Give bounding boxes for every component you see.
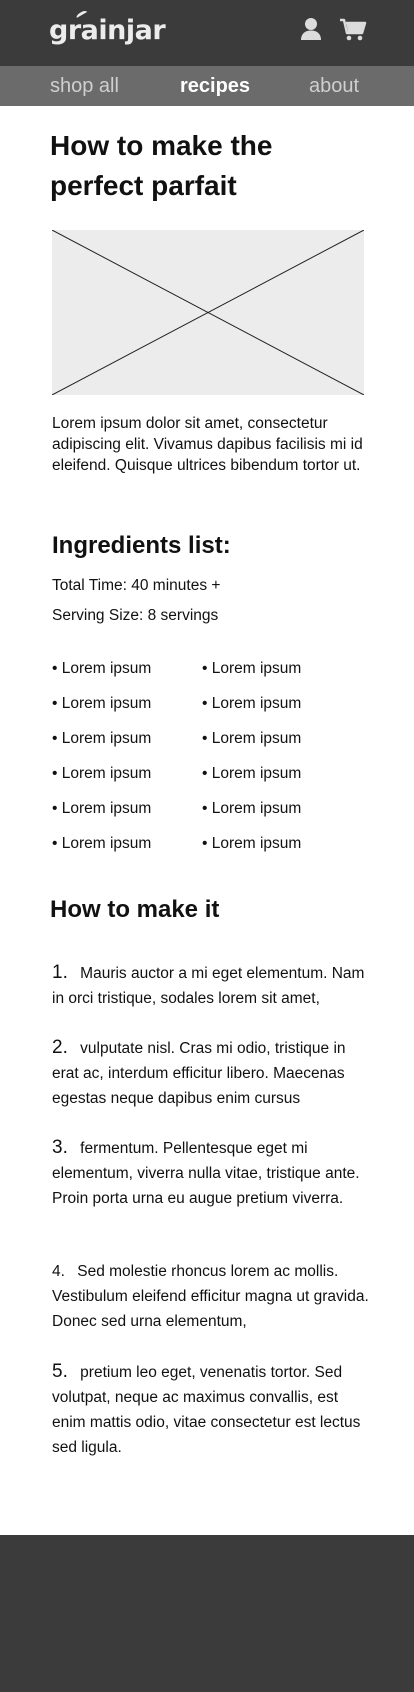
page-footer xyxy=(0,1535,414,1692)
serving-size: Serving Size: 8 servings xyxy=(52,607,219,624)
ingredient-item: • Lorem ipsum xyxy=(52,800,152,817)
step-item: 5. pretium leo eget, venenatis tortor. S… xyxy=(52,1359,370,1460)
logo[interactable]: grainjar xyxy=(49,15,166,46)
ingredient-item: • Lorem ipsum xyxy=(202,660,302,677)
ingredient-item: • Lorem ipsum xyxy=(52,835,152,852)
step-text: Mauris auctor a mi eget elementum. Nam i… xyxy=(52,965,365,1007)
step-text: pretium leo eget, venenatis tortor. Sed … xyxy=(52,1364,361,1456)
how-to-heading: How to make it xyxy=(50,896,220,923)
step-number: 5. xyxy=(52,1361,68,1382)
step-text: fermentum. Pellentesque eget mi elementu… xyxy=(52,1140,360,1207)
ingredient-item: • Lorem ipsum xyxy=(202,800,302,817)
image-placeholder xyxy=(52,230,364,395)
step-text: vulputate nisl. Cras mi odio, tristique … xyxy=(52,1040,346,1107)
step-number: 3. xyxy=(52,1137,68,1158)
top-header: grainjar xyxy=(0,0,414,66)
step-text: Sed molestie rhoncus lorem ac mollis. Ve… xyxy=(52,1263,369,1330)
step-number: 1. xyxy=(52,962,68,983)
step-number: 2. xyxy=(52,1037,68,1058)
ingredient-item: • Lorem ipsum xyxy=(52,660,152,677)
ingredients-heading: Ingredients list: xyxy=(52,532,231,559)
nav-item-about[interactable]: about xyxy=(309,75,360,97)
user-icon[interactable] xyxy=(296,14,326,44)
intro-paragraph: Lorem ipsum dolor sit amet, consectetur … xyxy=(52,415,363,474)
step-item: 4. Sed molestie rhoncus lorem ac mollis.… xyxy=(52,1259,370,1334)
ingredient-item: • Lorem ipsum xyxy=(202,695,302,712)
ingredient-item: • Lorem ipsum xyxy=(202,835,302,852)
total-time: Total Time: 40 minutes + xyxy=(52,577,221,594)
ingredient-item: • Lorem ipsum xyxy=(52,695,152,712)
step-item: 2. vulputate nisl. Cras mi odio, tristiq… xyxy=(52,1035,370,1111)
nav-item-recipes[interactable]: recipes xyxy=(180,75,251,97)
step-item: 1. Mauris auctor a mi eget elementum. Na… xyxy=(52,960,370,1011)
ingredient-item: • Lorem ipsum xyxy=(202,730,302,747)
page-title: How to make the perfect parfait xyxy=(50,130,273,201)
shopping-cart-icon[interactable] xyxy=(338,14,368,44)
ingredients-list: • Lorem ipsum • Lorem ipsum • Lorem ipsu… xyxy=(52,658,352,868)
step-number: 4. xyxy=(52,1263,65,1280)
ingredient-item: • Lorem ipsum xyxy=(52,765,152,782)
step-item: 3. fermentum. Pellentesque eget mi eleme… xyxy=(52,1135,370,1211)
ingredient-item: • Lorem ipsum xyxy=(202,765,302,782)
main-nav: shop all recipes about xyxy=(0,66,414,106)
nav-item-shop-all[interactable]: shop all xyxy=(50,75,119,97)
ingredient-item: • Lorem ipsum xyxy=(52,730,152,747)
